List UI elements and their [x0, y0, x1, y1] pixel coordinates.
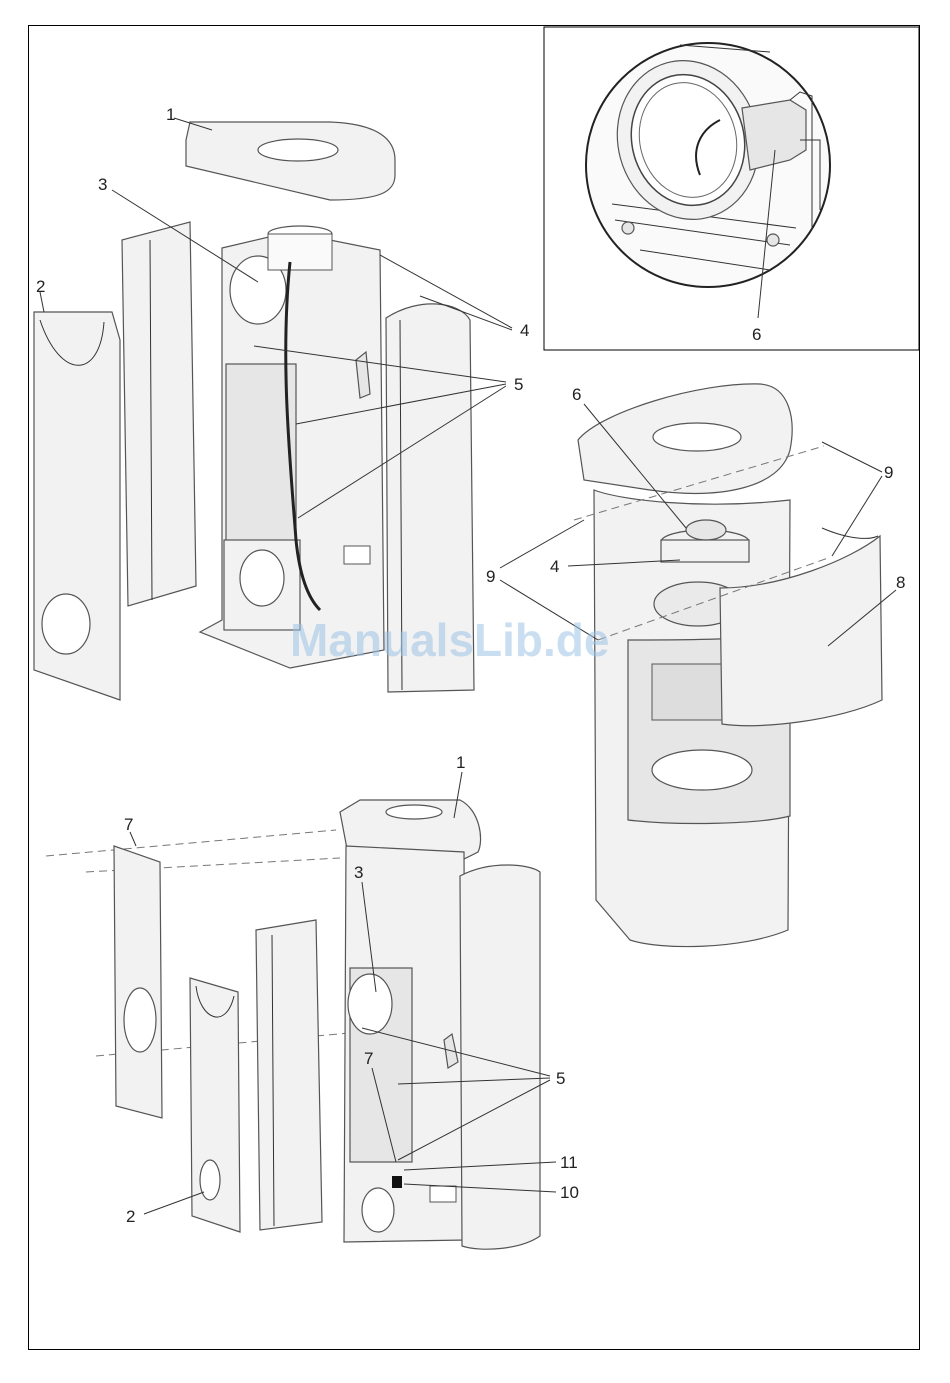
top-label-1: 1 [166, 105, 175, 124]
bottom-exploded-view: 7 2 1 3 7 5 11 10 [46, 753, 579, 1249]
bottom-label-7-inner: 7 [364, 1049, 373, 1068]
bottom-label-3: 3 [354, 863, 363, 882]
bottom-label-7-panel: 7 [124, 815, 133, 834]
bottom-label-1: 1 [456, 753, 465, 772]
top-label-5: 5 [514, 375, 523, 394]
top-label-3: 3 [98, 175, 107, 194]
top-label-2: 2 [36, 277, 45, 296]
bottom-label-11: 11 [560, 1153, 578, 1172]
inset-label-6: 6 [752, 325, 761, 344]
right-label-4: 4 [550, 557, 559, 576]
right-label-8: 8 [896, 573, 905, 592]
top-label-4: 4 [520, 321, 529, 340]
top-exploded-view: 1 2 3 4 5 [34, 105, 529, 700]
right-label-9-right: 9 [884, 463, 893, 482]
right-label-6: 6 [572, 385, 581, 404]
bottom-label-10: 10 [560, 1183, 579, 1202]
right-label-9-left: 9 [486, 567, 495, 586]
inset-detail: 6 [544, 27, 919, 350]
bottom-label-2: 2 [126, 1207, 135, 1226]
bottom-label-5: 5 [556, 1069, 565, 1088]
watermark: ManualsLib.de [290, 614, 609, 666]
